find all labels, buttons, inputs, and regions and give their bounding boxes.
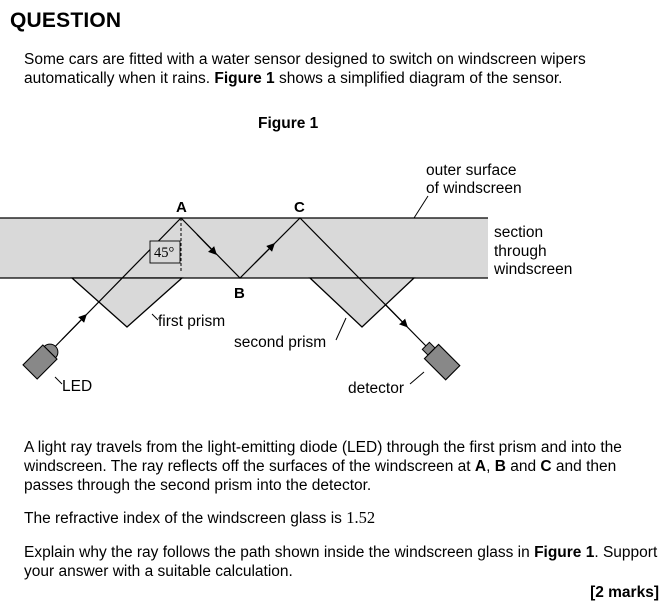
outer-surface-label-line2: of windscreen — [426, 180, 522, 197]
refractive-index-line: The refractive index of the windscreen g… — [24, 508, 375, 528]
first-prism-label: first prism — [158, 313, 225, 330]
marks-label: [2 marks] — [590, 584, 659, 601]
description-sep-1: , — [486, 458, 495, 475]
outer-surface-label-line1: outer surface — [426, 162, 516, 179]
section-label-line3: windscreen — [493, 261, 572, 278]
task-paragraph: Explain why the ray follows the path sho… — [24, 543, 664, 581]
second-prism-leader — [335, 317, 347, 341]
description-point-c: C — [540, 458, 552, 475]
description-point-b: B — [494, 458, 506, 475]
ray-arrow-2 — [196, 234, 217, 256]
detector-icon — [421, 341, 461, 381]
second-prism — [308, 277, 416, 328]
description-point-a: A — [474, 458, 487, 475]
light-ray — [39, 217, 427, 363]
detector-label: detector — [348, 380, 404, 397]
first-prism-leader — [151, 313, 159, 321]
section-label-line1: section — [494, 224, 543, 241]
task-text-before: Explain why the ray follows the path sho… — [24, 544, 535, 561]
section-label-line2: through — [494, 243, 547, 260]
figure-title: Figure 1 — [258, 115, 319, 132]
intro-figure-ref: Figure 1 — [214, 70, 275, 87]
led-leader — [54, 376, 63, 385]
ray-arrow-1 — [61, 313, 87, 340]
description-sep-2: and — [505, 458, 541, 475]
first-prism — [70, 277, 184, 328]
outer-surface-leader — [413, 195, 429, 219]
led-icon — [22, 343, 59, 380]
question-heading: QUESTION — [10, 9, 122, 32]
description-text-1: A light ray travels from the light-emitt… — [24, 439, 622, 475]
point-c-label: C — [294, 199, 305, 216]
point-b-label: B — [234, 285, 245, 302]
point-a-label: A — [176, 199, 187, 216]
intro-text-before: Some cars are fitted with a water sensor… — [24, 51, 586, 87]
refractive-index-value: 1.52 — [346, 508, 376, 527]
angle-label: 45° — [154, 245, 175, 261]
second-prism-label: second prism — [234, 334, 326, 351]
led-label: LED — [62, 378, 92, 395]
task-figure-ref: Figure 1 — [534, 544, 595, 561]
description-text-2: and then passes through the second prism… — [24, 458, 617, 494]
windscreen-glass — [0, 218, 488, 278]
description-paragraph: A light ray travels from the light-emitt… — [24, 438, 664, 495]
intro-paragraph: Some cars are fitted with a water sensor… — [24, 50, 649, 88]
refractive-index-text: The refractive index of the windscreen g… — [24, 510, 347, 527]
angle-box — [149, 240, 181, 264]
intro-text-after: shows a simplified diagram of the sensor… — [274, 70, 563, 87]
detector-leader — [409, 371, 425, 385]
ray-arrow-4 — [384, 303, 408, 328]
task-text-after: . Support your answer with a suitable ca… — [24, 544, 658, 580]
ray-arrow-3 — [254, 243, 275, 264]
sensor-diagram: 45° A C B outer surface of windscreen se… — [0, 162, 572, 397]
